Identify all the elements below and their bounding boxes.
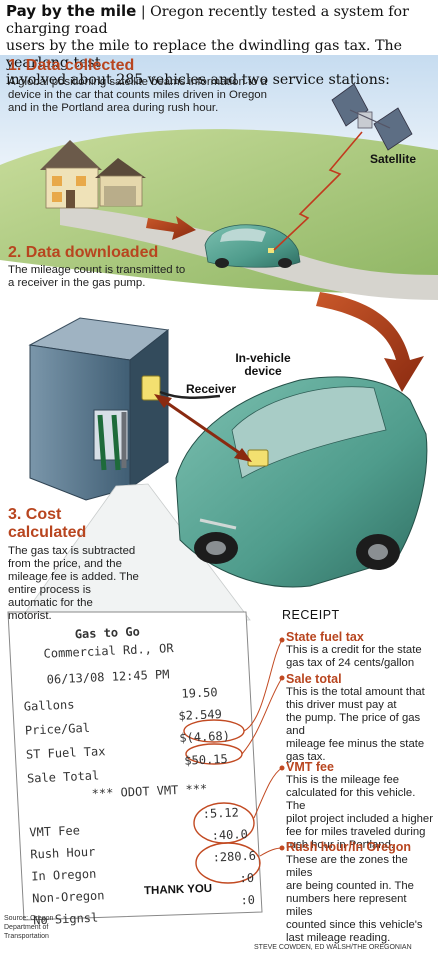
in-vehicle-label-line: In-vehicle <box>235 351 291 365</box>
step1-text: A global positioning satellite beams inf… <box>8 76 338 115</box>
annotation-title: State fuel tax <box>286 630 364 644</box>
step2-line: The mileage count is transmitted to <box>8 264 186 276</box>
source-line: Source: Oregon <box>4 915 54 922</box>
satellite-label: Satellite <box>370 152 417 166</box>
header-separator: | <box>140 4 146 20</box>
receipt-row-label: Price/Gal <box>24 720 91 738</box>
annotation-line: this driver must pay at <box>286 699 397 711</box>
receipt-content: Gas to Go Commercial Rd., OR 06/13/08 12… <box>14 607 271 928</box>
step3-line: mileage fee is added. The <box>8 571 139 583</box>
receipt-row-value: $2.549 <box>178 707 223 723</box>
annotation-title: Sale total <box>286 672 342 686</box>
step2-title: 2. Data downloaded <box>8 244 159 261</box>
step3-title-line: 3. Cost <box>8 506 62 523</box>
gps-beam <box>273 131 363 251</box>
annotation-line: This is the mileage fee <box>286 774 400 786</box>
annotation-line: mileage fee minus the state <box>286 738 425 750</box>
annotation-state-fuel-tax: State fuel tax This is a credit for the … <box>286 630 436 670</box>
annotation-line: are being counted in. The <box>286 880 414 892</box>
header-lead: Pay by the mile <box>6 2 137 20</box>
receipt-vmt-header: *** ODOT VMT *** <box>91 781 208 801</box>
step1-line: and in the Portland area during rush hou… <box>8 102 219 114</box>
step3-line: The gas tax is subtracted <box>8 545 136 557</box>
annotation-line: rush hour in Portland. <box>286 839 395 851</box>
receipt-vmt-label: VMT Fee <box>29 823 81 840</box>
satellite-icon <box>331 83 413 151</box>
receipt-row-value: 19.50 <box>181 685 218 701</box>
annotation-rush-hour: Rush hour/In Oregon These are the zones … <box>286 840 436 945</box>
annotation-line: This is a credit for the state <box>286 644 422 656</box>
annotation-line: the pump. The price of gas and <box>286 712 421 737</box>
car-small-icon <box>204 224 301 268</box>
receipt-row-label: ST Fuel Tax <box>25 744 106 762</box>
header-line1: Oregon recently tested a system for char… <box>6 4 409 37</box>
annotation-line: These are the zones the miles <box>286 854 408 879</box>
receipt-vmt-value: :280.6 <box>212 848 257 865</box>
step3-line: entire process is <box>8 584 91 596</box>
annotation-line: numbers here represent miles <box>286 893 407 918</box>
receipt-datetime: 06/13/08 12:45 PM <box>46 667 170 687</box>
in-vehicle-label: In-vehicle device <box>228 352 298 378</box>
annotation-title: VMT fee <box>286 760 334 774</box>
house-icon <box>40 140 146 209</box>
annotation-line: last mileage reading. <box>286 932 391 944</box>
step3-line: automatic for the <box>8 597 93 609</box>
receipt-vmt-label: Rush Hour <box>30 844 96 862</box>
annotation-line: pilot project included a higher <box>286 813 433 825</box>
receiver-label: Receiver <box>186 382 237 396</box>
annotation-title: Rush hour/In Oregon <box>286 840 411 854</box>
in-vehicle-label-line: device <box>244 364 282 378</box>
step1-title: 1. Data collected <box>8 57 135 74</box>
receipt-thanks: THANK YOU <box>143 882 213 898</box>
step3-title-line: calculated <box>8 524 87 541</box>
receipt-vmt-value: :5.12 <box>202 805 240 821</box>
receipt-heading: RECEIPT <box>282 608 340 622</box>
step3-title: 3. Cost calculated <box>8 506 86 542</box>
receipt-paper <box>7 611 263 921</box>
source-line: Department of <box>4 924 49 931</box>
annotation-line: calculated for this vehicle. The <box>286 787 416 812</box>
receipt-address: Commercial Rd., OR <box>43 641 174 661</box>
header-line3: involved about 285 vehicles and two serv… <box>6 72 390 88</box>
step2-text: The mileage count is transmitted to a re… <box>8 264 228 290</box>
step3-line: from the price, and the <box>8 558 122 570</box>
receiver-device <box>141 375 161 401</box>
receipt-row-value: $50.15 <box>184 751 229 768</box>
receipt-row-value: $(4.68) <box>179 728 231 745</box>
step3-text: The gas tax is subtracted from the price… <box>8 545 158 623</box>
annotation-sale-total: Sale total This is the total amount that… <box>286 672 436 764</box>
receipt-vmt-label: In Oregon <box>30 866 97 884</box>
step1-line: device in the car that counts miles driv… <box>8 89 267 101</box>
receipt-store: Gas to Go <box>74 624 141 642</box>
header-line2: users by the mile to replace the dwindli… <box>6 38 403 71</box>
step1-line: A global positioning satellite beams inf… <box>8 76 267 88</box>
annotation-line: gas tax of 24 cents/gallon <box>286 657 415 669</box>
receipt-row-label: Sale Total <box>26 768 100 786</box>
transfer-arrow <box>159 396 245 458</box>
source-note: Source: Oregon Department of Transportat… <box>4 914 53 941</box>
arrow-house-to-car <box>146 216 196 240</box>
header: Pay by the mile | Oregon recently tested… <box>6 3 434 89</box>
annotation-line: gas tax. <box>286 751 326 763</box>
annotation-line: This is the total amount that <box>286 686 425 698</box>
receipt-vmt-value: :0 <box>239 870 255 886</box>
source-line: Transportation <box>4 933 49 940</box>
gas-pump-icon <box>28 317 221 501</box>
receipt-vmt-value: :0 <box>240 892 256 908</box>
receipt-row-label: Gallons <box>23 697 75 714</box>
receipt-vmt-value: :40.0 <box>211 827 249 843</box>
annotation-vmt-fee: VMT fee This is the mileage fee calculat… <box>286 760 436 852</box>
step3-line: motorist. <box>8 610 52 622</box>
annotation-line: counted since this vehicle's <box>286 919 423 931</box>
arrow-curve <box>316 292 424 392</box>
receipt-vmt-label: Non-Oregon <box>31 888 105 906</box>
credit-line: STEVE COWDEN, ED WALSH/THE OREGONIAN <box>254 944 412 951</box>
step2-line: a receiver in the gas pump. <box>8 277 146 289</box>
annotation-line: fee for miles traveled during <box>286 826 426 838</box>
car-large-icon <box>175 376 428 588</box>
light-beam <box>19 483 251 621</box>
